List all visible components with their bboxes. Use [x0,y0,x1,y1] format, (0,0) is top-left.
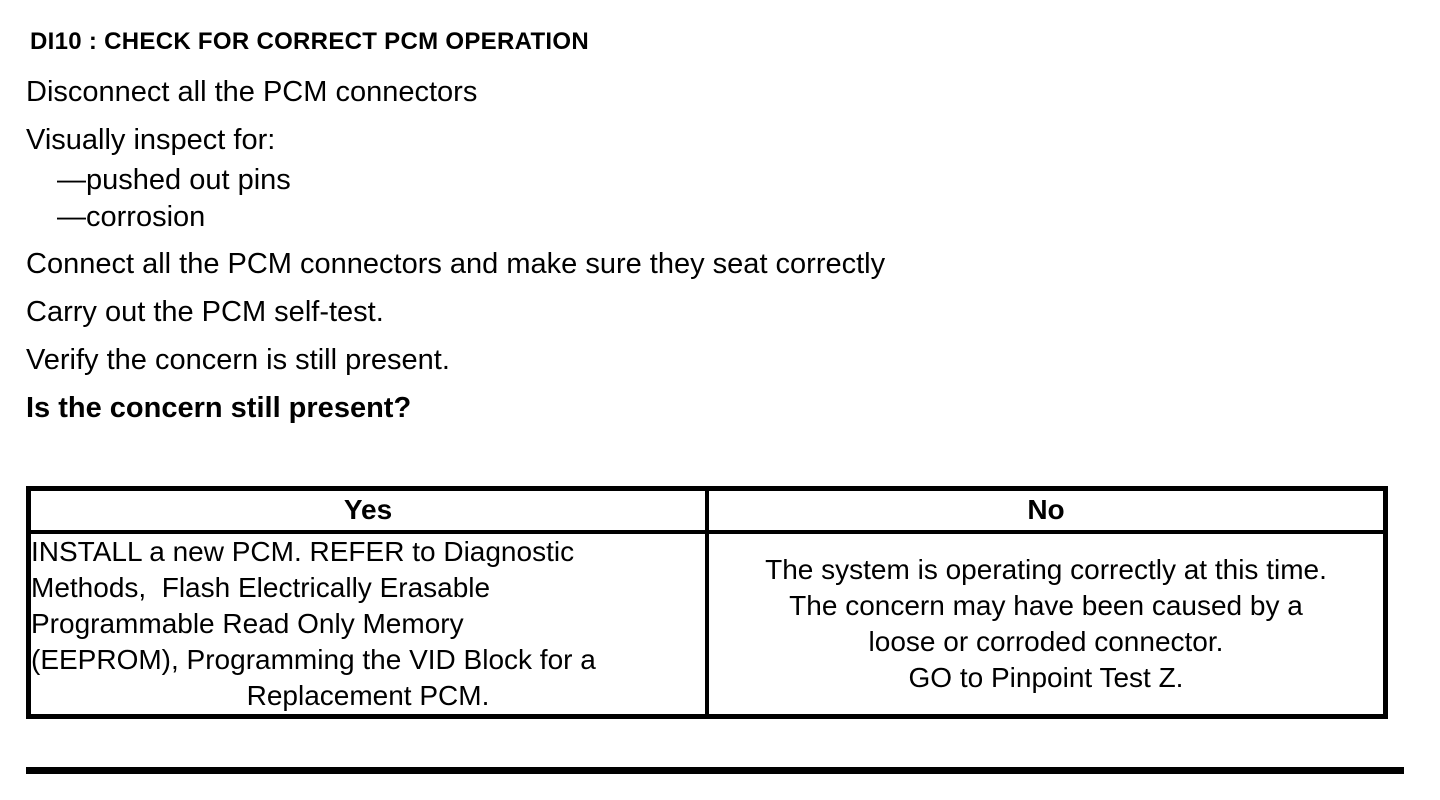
no-cell-line: GO to Pinpoint Test Z. [908,662,1184,693]
no-cell-line: The concern may have been caused by a [789,590,1303,621]
yes-cell-line: Programmable Read Only Memory [31,608,464,639]
table-row: INSTALL a new PCM. REFER to Diagnostic M… [26,530,1388,719]
yes-cell-line: Replacement PCM. [246,680,490,711]
no-action-cell: The system is operating correctly at thi… [705,530,1388,719]
no-column-header: No [705,486,1388,534]
yes-column-header: Yes [26,486,709,534]
yes-action-cell: INSTALL a new PCM. REFER to Diagnostic M… [26,530,709,719]
question-text: Is the concern still present? [26,392,412,424]
step-self-test: Carry out the PCM self-test. [26,296,384,328]
no-cell-line: loose or corroded connector. [868,626,1224,657]
yes-cell-line: (EEPROM), Programming the VID Block for … [31,644,596,675]
no-cell-line: The system is operating correctly at thi… [765,554,1327,585]
page-title: DI10 : CHECK FOR CORRECT PCM OPERATION [30,28,589,55]
inspection-list: —pushed out pins —corrosion [57,166,1440,232]
horizontal-divider [26,767,1404,774]
inspection-item-corrosion: —corrosion [57,201,206,233]
results-table-header: Yes No [26,486,1388,534]
step-connect: Connect all the PCM connectors and make … [26,248,886,280]
results-table: Yes No INSTALL a new PCM. REFER to Diagn… [26,486,1388,719]
results-table-body: INSTALL a new PCM. REFER to Diagnostic M… [26,530,1388,719]
document-page: DI10 : CHECK FOR CORRECT PCM OPERATION D… [26,28,1440,774]
header-row: Yes No [26,486,1388,534]
yes-cell-line: Methods, Flash Electrically Erasable [31,572,491,603]
step-disconnect: Disconnect all the PCM connectors [26,76,478,108]
step-verify: Verify the concern is still present. [26,344,450,376]
yes-cell-line: INSTALL a new PCM. REFER to Diagnostic [31,536,575,567]
step-inspect-intro: Visually inspect for: [26,124,276,156]
inspection-item-pushed-pins: —pushed out pins [57,164,291,196]
